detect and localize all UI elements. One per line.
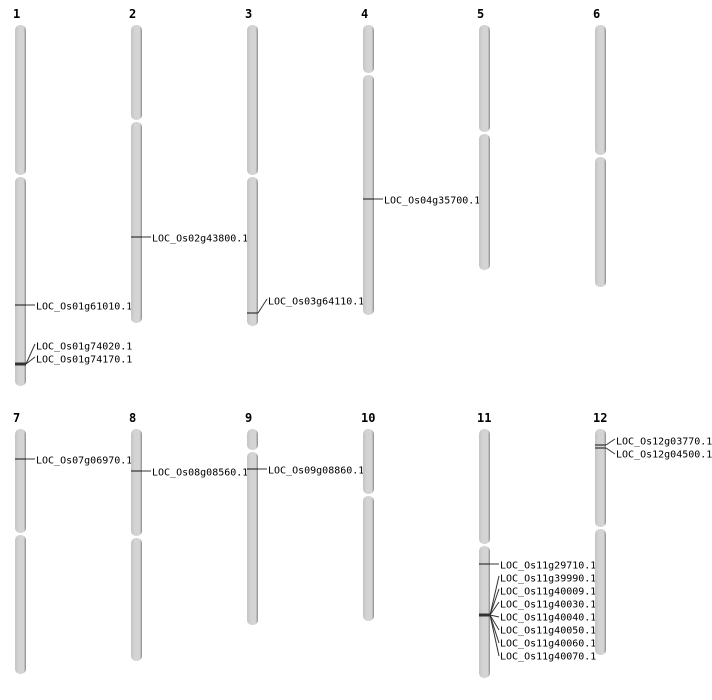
chromosome-short-arm xyxy=(363,429,374,494)
gene-label: LOC_Os12g03770.1 xyxy=(616,437,712,448)
gene-label: LOC_Os04g35700.1 xyxy=(384,196,480,207)
chromosome-11: 11LOC_Os11g29710.1LOC_Os11g39990.1LOC_Os… xyxy=(477,411,596,678)
gene-label: LOC_Os11g29710.1 xyxy=(500,561,596,572)
chromosome-long-arm xyxy=(131,122,142,323)
chromosome-long-arm xyxy=(247,177,258,326)
chromosome-short-arm xyxy=(363,25,374,73)
gene-connector xyxy=(25,343,36,365)
chromosome-short-arm xyxy=(479,25,490,132)
chromosome-short-arm xyxy=(15,429,26,533)
gene-label: LOC_Os11g40040.1 xyxy=(500,613,596,624)
chromosome-long-arm xyxy=(479,134,490,270)
gene-label: LOC_Os07g06970.1 xyxy=(36,456,132,467)
chromosome-number: 9 xyxy=(245,411,252,425)
chromosome-6: 6 xyxy=(593,7,606,287)
chromosome-number: 5 xyxy=(477,7,484,21)
chromosome-long-arm xyxy=(247,452,258,625)
chromosome-number: 6 xyxy=(593,7,600,21)
gene-label: LOC_Os08g08560.1 xyxy=(152,468,248,479)
chromosome-number: 10 xyxy=(361,411,375,425)
gene-label: LOC_Os01g61010.1 xyxy=(36,302,132,313)
chromosome-short-arm xyxy=(595,429,606,527)
chromosome-long-arm xyxy=(479,546,490,678)
gene-label: LOC_Os03g64110.1 xyxy=(268,297,364,308)
gene-connector xyxy=(489,614,500,631)
chromosome-long-arm xyxy=(363,75,374,315)
gene-label: LOC_Os11g40060.1 xyxy=(500,639,596,650)
gene-label: LOC_Os11g39990.1 xyxy=(500,574,596,585)
gene-connector xyxy=(257,298,268,314)
gene-label: LOC_Os12g04500.1 xyxy=(616,450,712,461)
chromosome-short-arm xyxy=(131,429,142,536)
gene-label: LOC_Os11g40050.1 xyxy=(500,626,596,637)
chromosome-number: 4 xyxy=(361,7,368,21)
gene-label: LOC_Os09g08860.1 xyxy=(268,466,364,477)
chromosome-number: 12 xyxy=(593,411,607,425)
chromosome-long-arm xyxy=(15,177,26,386)
gene-connector xyxy=(605,447,616,455)
chromosome-number: 3 xyxy=(245,7,252,21)
chromosome-long-arm xyxy=(131,538,142,661)
chromosome-number: 7 xyxy=(13,411,20,425)
gene-connector xyxy=(489,575,500,616)
chromosome-short-arm xyxy=(479,429,490,544)
chromosome-1: 1LOC_Os01g61010.1LOC_Os01g74020.1LOC_Os0… xyxy=(13,7,132,386)
chromosome-5: 5 xyxy=(477,7,490,270)
gene-label: LOC_Os01g74170.1 xyxy=(36,355,132,366)
chromosome-short-arm xyxy=(595,25,606,155)
chromosome-long-arm xyxy=(15,535,26,674)
chromosome-10: 10 xyxy=(361,411,375,621)
chromosome-long-arm xyxy=(363,496,374,621)
gene-connector xyxy=(489,614,500,657)
chromosome-short-arm xyxy=(247,429,258,450)
chromosome-long-arm xyxy=(595,157,606,287)
gene-connector xyxy=(489,614,500,618)
chromosome-short-arm xyxy=(131,25,142,120)
gene-connector xyxy=(605,438,616,446)
gene-label: LOC_Os02g43800.1 xyxy=(152,234,248,245)
chromosome-short-arm xyxy=(15,25,26,175)
gene-connector xyxy=(489,601,500,616)
chromosome-number: 11 xyxy=(477,411,491,425)
chromosome-number: 1 xyxy=(13,7,20,21)
gene-connector xyxy=(489,588,500,616)
chromosome-number: 2 xyxy=(129,7,136,21)
gene-label: LOC_Os11g40009.1 xyxy=(500,587,596,598)
chromosome-short-arm xyxy=(247,25,258,175)
gene-label: LOC_Os11g40030.1 xyxy=(500,600,596,611)
chromosome-long-arm xyxy=(595,529,606,655)
gene-connector xyxy=(25,356,36,365)
gene-label: LOC_Os01g74020.1 xyxy=(36,342,132,353)
chromosome-number: 8 xyxy=(129,411,136,425)
gene-label: LOC_Os11g40070.1 xyxy=(500,652,596,663)
